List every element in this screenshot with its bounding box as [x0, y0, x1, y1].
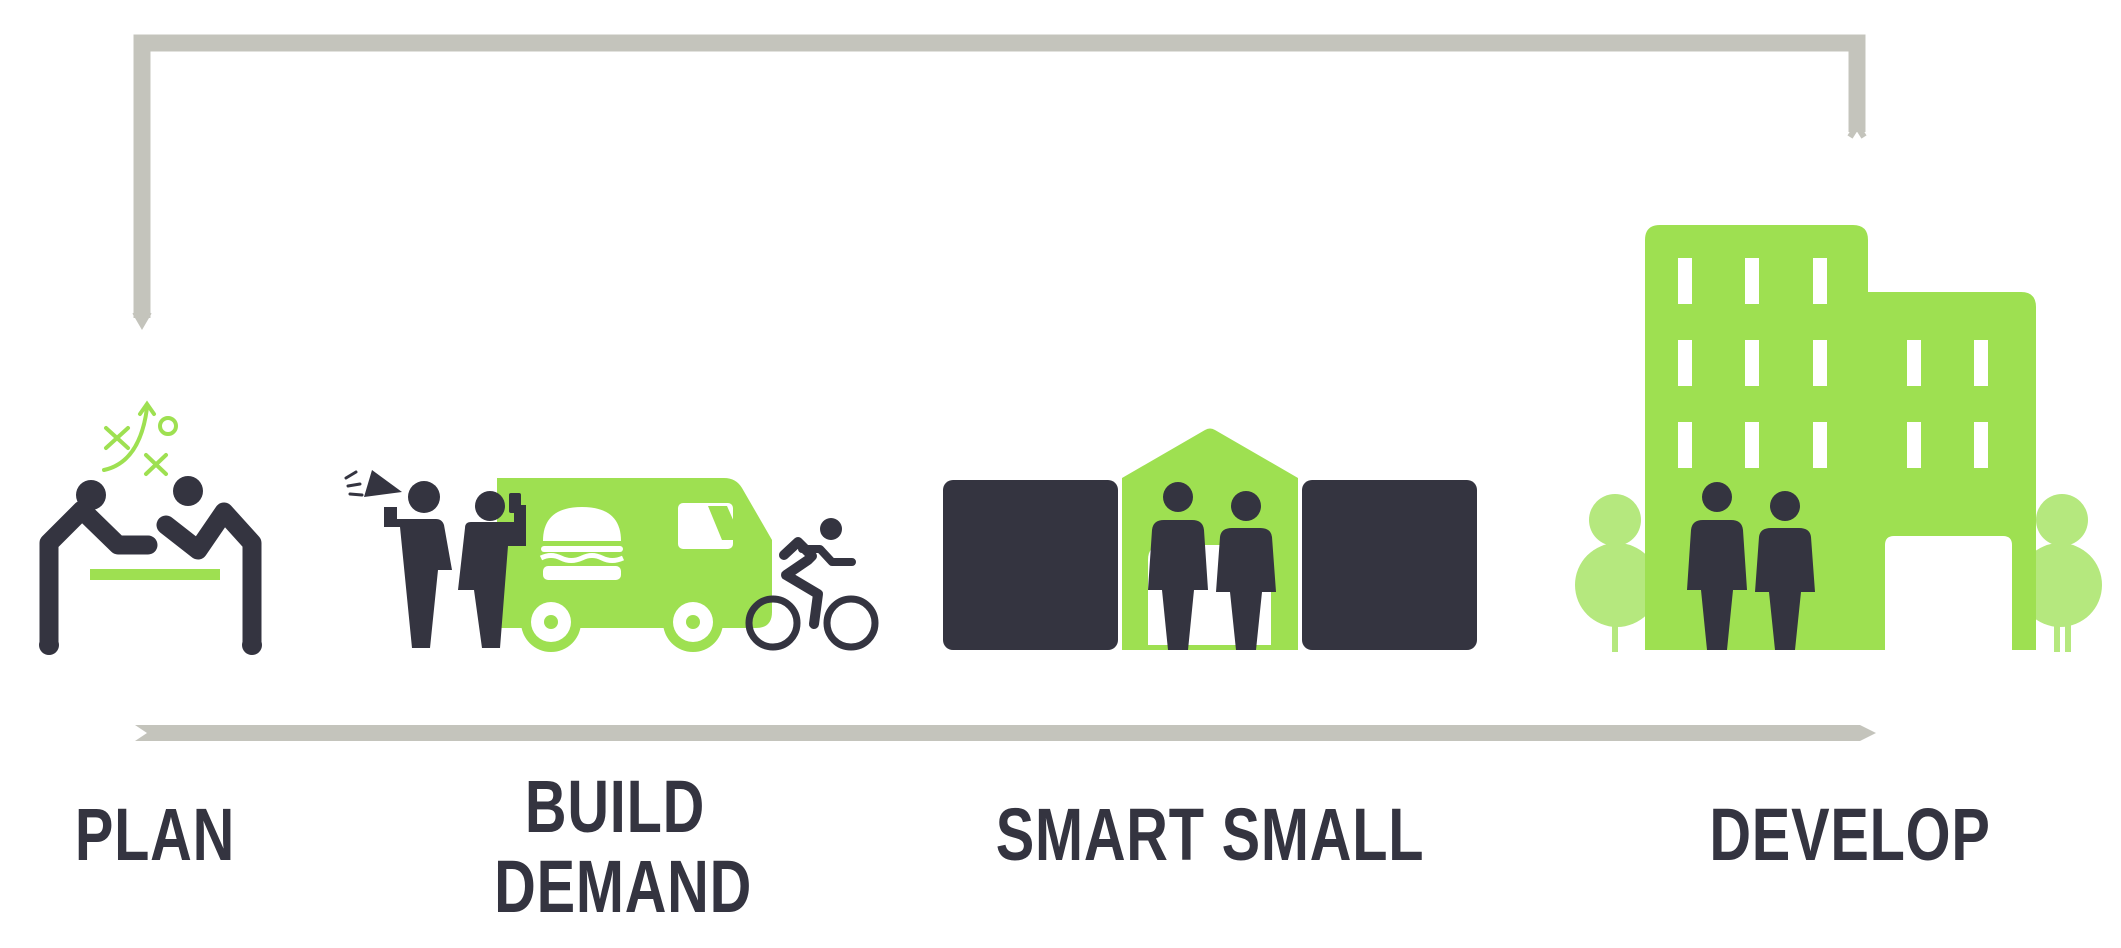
- stage-label-line: BUILD: [524, 765, 706, 848]
- tree-icon: [1575, 494, 1659, 652]
- person-icon: [1216, 491, 1276, 650]
- stage-label-plan: PLAN: [69, 795, 241, 875]
- small-buildings-icon: [943, 428, 1477, 650]
- progress-arrow: [135, 725, 1876, 741]
- cyclist-icon: [745, 518, 879, 651]
- stage-label-line: PLAN: [74, 793, 236, 876]
- apartment-building-icon: [1575, 225, 2102, 652]
- stage-label-line: SMART SMALL: [995, 793, 1425, 876]
- person-icon: [1687, 482, 1747, 650]
- phone-person-icon: [458, 491, 526, 648]
- person-icon: [1148, 482, 1208, 650]
- megaphone-person-icon: [344, 470, 452, 648]
- food-truck-icon: [344, 470, 879, 652]
- stage-label-develop: DEVELOP: [1702, 795, 1998, 875]
- stage-label-line: DEMAND: [494, 845, 753, 928]
- stage-label-smart-small: SMART SMALL: [992, 795, 1429, 875]
- tree-icon: [2018, 494, 2102, 652]
- burger-icon: [539, 507, 625, 580]
- stage-label-build-demand: BUILD DEMAND: [494, 765, 753, 928]
- person-icon: [1755, 491, 1815, 650]
- feedback-loop-arrow: [132, 34, 1867, 330]
- stage-label-line: DEVELOP: [1709, 793, 1991, 876]
- people-planning-icon: [39, 400, 262, 655]
